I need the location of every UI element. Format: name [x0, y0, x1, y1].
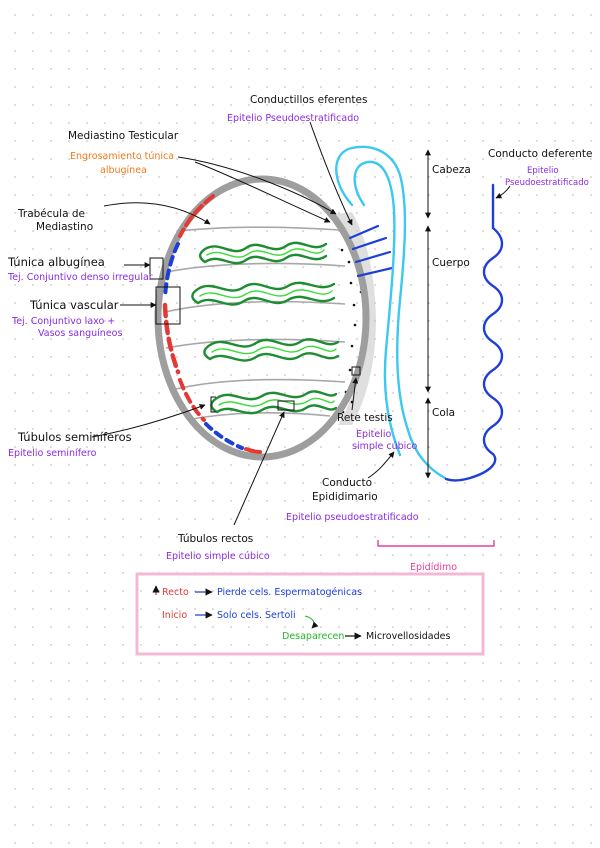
labels: Conductillos eferentes Epitelio Pseudoes…	[7, 94, 592, 573]
label-trabecula-2: Mediastino	[36, 221, 93, 233]
label-tunica-vascular-tejido-1: Tej. Conjuntivo laxo +	[11, 316, 115, 327]
label-mediastino-testicular: Mediastino Testicular	[68, 130, 179, 142]
label-conducto-deferente-epitelio-2: Pseudoestratificado	[505, 178, 589, 188]
tunica-vascular-vessels	[162, 194, 262, 454]
label-tubulos-rectos-epitelio: Epitelio simple cúbico	[166, 551, 270, 562]
label-conducto-epididimario-1: Conducto	[322, 477, 372, 489]
tubule-2	[191, 281, 336, 306]
legend-box	[135, 572, 485, 656]
tubule-1	[198, 241, 328, 265]
rete-testis-box	[351, 366, 361, 376]
label-engrosamiento-1: Engrosamiento túnica	[70, 151, 174, 162]
label-conductillos-epitelio: Epitelio Pseudoestratificado	[227, 113, 359, 124]
label-tunica-albuginea-tejido: Tej. Conjuntivo denso irregular	[7, 272, 153, 283]
tubulo-recto-box	[277, 400, 295, 411]
label-tubulos-seminiferos: Túbulos seminíferos	[17, 430, 132, 444]
legend-desaparecen-text: Microvellosidades	[366, 631, 450, 642]
legend-inicio-text: Solo cels. Sertoli	[217, 610, 296, 621]
septa	[164, 226, 346, 421]
label-rete-testis-epitelio-1: Epitelio	[356, 429, 392, 440]
label-tunica-vascular: Túnica vascular	[29, 298, 119, 312]
epididymis-bracket	[377, 540, 495, 547]
label-engrosamiento-2: albugínea	[100, 165, 147, 176]
legend: Recto Pierde cels. Espermatogénicas Inic…	[135, 572, 485, 656]
label-rete-testis: Rete testis	[337, 412, 393, 424]
leader-lines	[91, 121, 511, 526]
legend-curve-arrow-icon	[304, 615, 319, 629]
vas-deferens	[444, 183, 504, 482]
tubule-3	[203, 338, 340, 362]
label-trabecula-1: Trabécula de	[17, 208, 85, 220]
tubule-bracket	[210, 396, 216, 413]
label-tubulos-seminiferos-epitelio: Epitelio seminífero	[8, 448, 97, 459]
efferent-ductules	[348, 224, 394, 278]
label-cabeza: Cabeza	[432, 164, 471, 176]
label-conducto-deferente: Conducto deferente	[488, 148, 592, 160]
legend-desaparecen: Desaparecen	[282, 631, 344, 642]
seminiferous-tubules	[191, 241, 340, 415]
label-cuerpo: Cuerpo	[432, 257, 470, 269]
albuginea-box	[149, 257, 164, 280]
testis	[149, 175, 376, 461]
legend-recto: Recto	[162, 587, 189, 598]
label-conductillos-eferentes: Conductillos eferentes	[250, 94, 367, 106]
tunica-albuginea-capsule	[154, 175, 370, 461]
tubule-4	[210, 390, 338, 415]
label-conducto-epididimario-epitelio: Epitelio pseudoestratificado	[286, 512, 419, 523]
label-epididimo: Epidídimo	[410, 562, 457, 573]
label-conducto-epididimario-2: Epididimario	[312, 491, 378, 503]
label-conducto-deferente-epitelio-1: Epitelio	[527, 166, 559, 176]
epididymis	[335, 145, 447, 480]
label-cola: Cola	[432, 407, 455, 419]
legend-recto-text: Pierde cels. Espermatogénicas	[217, 587, 362, 598]
label-tunica-vascular-tejido-2: Vasos sanguíneos	[38, 328, 122, 339]
label-tubulos-rectos: Túbulos rectos	[177, 533, 253, 545]
label-tunica-albuginea: Túnica albugínea	[7, 255, 105, 269]
legend-inicio: Inicio	[162, 610, 187, 621]
label-rete-testis-epitelio-2: simple cúbico	[352, 441, 418, 452]
